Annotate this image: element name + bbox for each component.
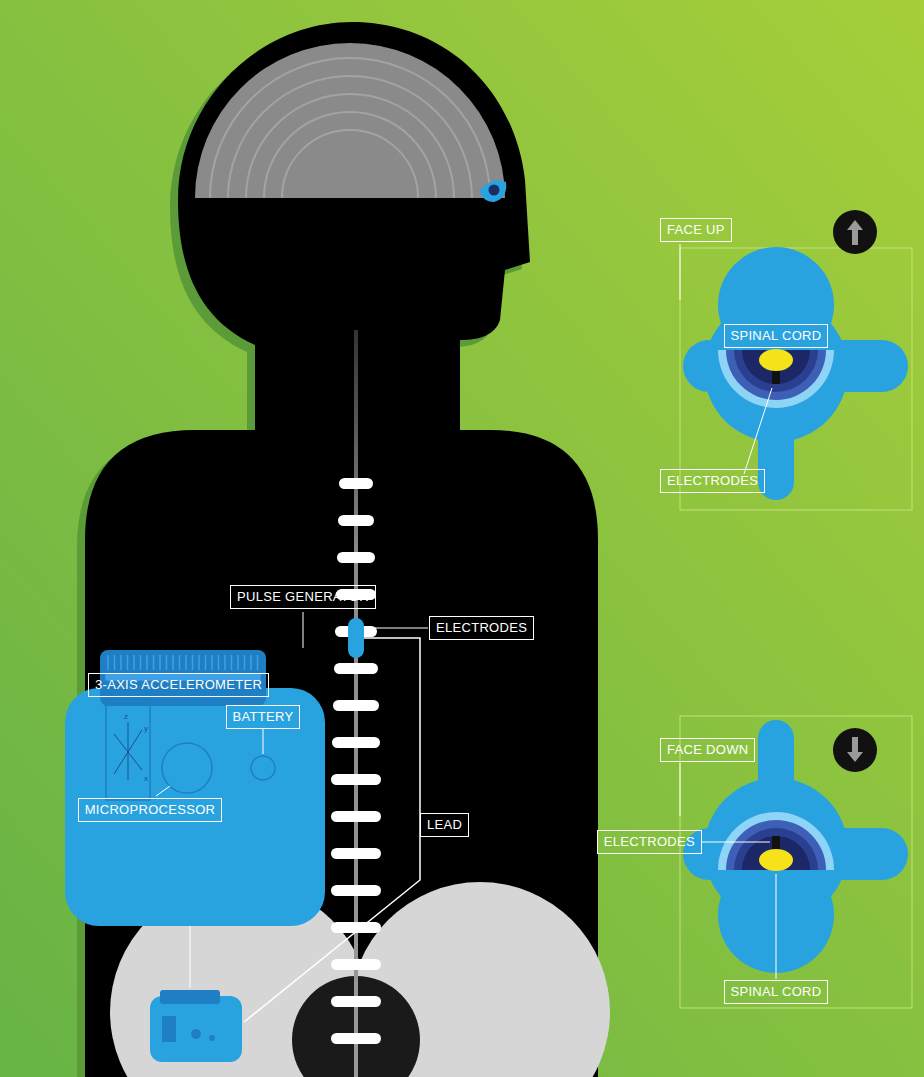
battery [251, 756, 275, 780]
label-box: LEAD [420, 813, 469, 837]
label-box: ELECTRODES [429, 616, 534, 640]
grill-line [172, 655, 174, 670]
brain-folds [210, 58, 490, 198]
axes [114, 722, 142, 780]
vertebra-segment [331, 959, 381, 970]
implant-part [191, 1029, 201, 1039]
pulse-generator-body [65, 688, 325, 926]
part-label: LEAD [427, 817, 462, 832]
vertebra-segment [337, 552, 375, 563]
grill-line [146, 655, 148, 670]
grill-line [237, 655, 239, 670]
grill-line [114, 655, 116, 670]
grill-line [192, 655, 194, 670]
implant [150, 996, 242, 1062]
part-label: FACE UP [667, 222, 725, 237]
part-label: ELECTRODES [604, 834, 695, 849]
panel [680, 716, 912, 1008]
grill-line [159, 655, 161, 670]
label-box: SPINAL CORD [724, 324, 829, 348]
accelerometer [106, 704, 150, 800]
leader-lines [156, 612, 428, 796]
part-label: ELECTRODES [667, 473, 758, 488]
grill-line [211, 655, 213, 670]
part-label: 3-AXIS ACCELEROMETER [95, 677, 262, 692]
panel [680, 248, 912, 510]
vertebra-face-down [683, 720, 908, 973]
leader-line [190, 926, 191, 988]
implant-header [160, 990, 220, 1004]
vertebra-segment [331, 885, 381, 896]
grill-line [179, 655, 181, 670]
label-box: PULSE GENERATOR [230, 585, 376, 609]
grill-line [133, 655, 135, 670]
vertebra-segment [331, 774, 381, 785]
vertebra-segment [331, 848, 381, 859]
grill-line [107, 655, 109, 670]
label-box: FACE UP [660, 218, 732, 242]
label-box: MICROPROCESSOR [78, 798, 223, 822]
vertebra-segment [333, 700, 379, 711]
grill-line [185, 655, 187, 670]
implant-part [209, 1035, 215, 1041]
vertebra-segment [331, 1033, 381, 1044]
grill-line [218, 655, 220, 670]
electrode [348, 618, 364, 658]
microprocessor [162, 743, 212, 793]
vertebra-segment [331, 996, 381, 1007]
grill-line [244, 655, 246, 670]
axis-letter: x [144, 774, 148, 783]
eye [480, 180, 506, 202]
grill-line [166, 655, 168, 670]
grill-line [127, 655, 129, 670]
vertebra-face-up [683, 247, 908, 500]
vertebra-segment [332, 737, 380, 748]
part-label: PULSE GENERATOR [237, 589, 369, 604]
part-label: SPINAL CORD [731, 984, 822, 999]
vertebra-segment [339, 478, 373, 489]
label-box: ELECTRODES [597, 830, 702, 854]
vertebra-segment [334, 663, 378, 674]
vertebra-segment [338, 515, 374, 526]
part-label: FACE DOWN [667, 742, 748, 757]
label-box: ELECTRODES [660, 469, 765, 493]
grill-line [224, 655, 226, 670]
grill-line [140, 655, 142, 670]
grill-line [257, 655, 259, 670]
part-label: BATTERY [233, 709, 294, 724]
grill-line [250, 655, 252, 670]
axis-letter: z [124, 712, 128, 721]
grill-line [120, 655, 122, 670]
leader-line [680, 763, 681, 816]
pupil [489, 185, 500, 196]
vertebra-segment [331, 811, 381, 822]
grill-line [231, 655, 233, 670]
part-label: SPINAL CORD [731, 328, 822, 343]
vertebrae [331, 478, 381, 1044]
label-box: SPINAL CORD [724, 980, 829, 1004]
part-label: MICROPROCESSOR [85, 802, 216, 817]
axis-letter: y [144, 724, 148, 733]
label-box: BATTERY [226, 705, 301, 729]
grill-line [198, 655, 200, 670]
up-arrow [847, 220, 863, 245]
leader-line [680, 244, 681, 300]
grill-line [153, 655, 155, 670]
down-arrow [847, 737, 863, 762]
arrow-badge [833, 728, 877, 772]
part-label: ELECTRODES [436, 620, 527, 635]
arrow-badge [833, 210, 877, 254]
header-grill [106, 655, 260, 680]
implant-part [162, 1016, 176, 1042]
label-box: FACE DOWN [660, 738, 755, 762]
grill-line [205, 655, 207, 670]
label-box: 3-AXIS ACCELEROMETER [88, 673, 269, 697]
brain [195, 43, 505, 198]
